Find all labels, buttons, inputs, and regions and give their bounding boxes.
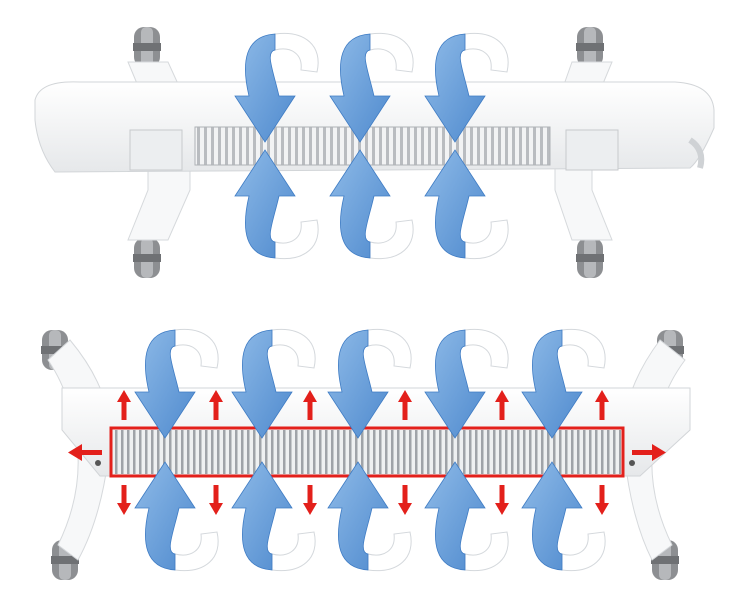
heat-arrow-down: [117, 485, 131, 515]
heat-arrow-down: [398, 485, 412, 515]
wheel-icon: [576, 27, 604, 67]
heat-arrow-down: [303, 485, 317, 515]
top-heater: [34, 27, 715, 278]
heat-arrow-down: [595, 485, 609, 515]
heat-arrow-right: [632, 444, 666, 461]
heat-arrow-left: [68, 444, 102, 461]
heat-arrow-down: [495, 485, 509, 515]
grille: [194, 126, 551, 166]
airflow-arrow-up: [424, 461, 509, 572]
bottom-heater: [41, 328, 691, 580]
grille: [113, 430, 621, 474]
airflow-arrow-up: [231, 461, 316, 572]
airflow-arrow-up: [134, 461, 219, 572]
heat-arrow-down: [209, 485, 223, 515]
airflow-arrow-up: [521, 461, 606, 572]
airflow-arrow-up: [327, 461, 412, 572]
wheel-icon: [133, 238, 161, 278]
wheel-icon: [576, 238, 604, 278]
wheel-icon: [133, 27, 161, 67]
